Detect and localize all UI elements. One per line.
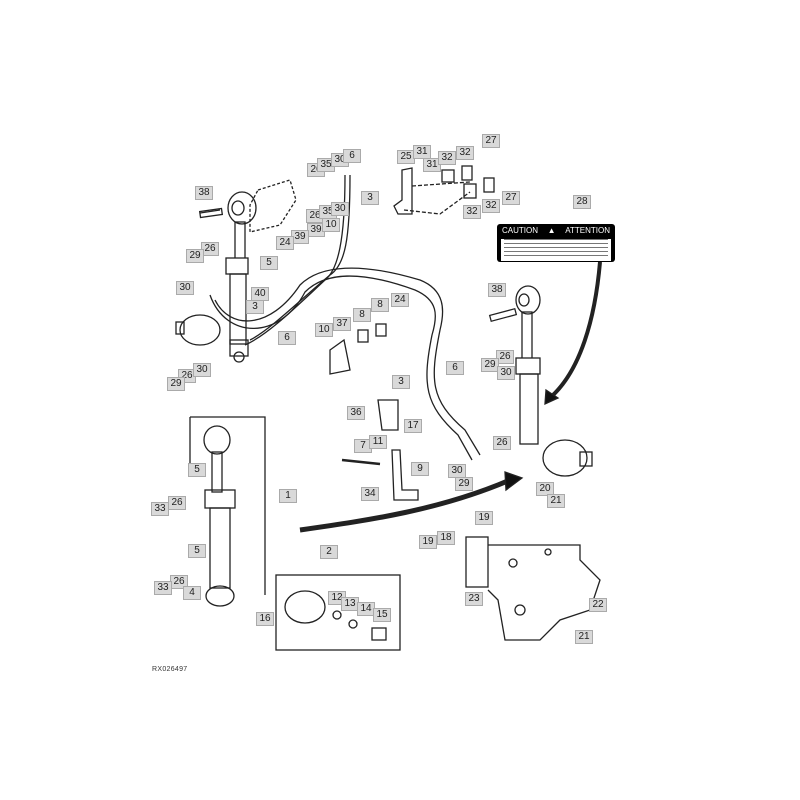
callout-part-34[interactable]: 34 bbox=[361, 487, 379, 501]
callout-part-6[interactable]: 6 bbox=[278, 331, 296, 345]
callout-part-19[interactable]: 19 bbox=[419, 535, 437, 549]
callout-part-10[interactable]: 10 bbox=[322, 218, 340, 232]
callout-part-32[interactable]: 32 bbox=[456, 146, 474, 160]
callout-part-6[interactable]: 6 bbox=[343, 149, 361, 163]
callout-part-14[interactable]: 14 bbox=[357, 602, 375, 616]
callout-part-38[interactable]: 38 bbox=[195, 186, 213, 200]
callout-part-24[interactable]: 24 bbox=[391, 293, 409, 307]
hydraulic-hoses bbox=[209, 174, 481, 461]
callout-part-5[interactable]: 5 bbox=[188, 463, 206, 477]
callout-part-8[interactable]: 8 bbox=[353, 308, 371, 322]
reference-arrow-decal bbox=[550, 261, 602, 398]
frame-bracket bbox=[465, 536, 601, 641]
callout-part-9[interactable]: 9 bbox=[411, 462, 429, 476]
callout-part-30[interactable]: 30 bbox=[497, 366, 515, 380]
callout-part-38[interactable]: 38 bbox=[488, 283, 506, 297]
callout-part-26[interactable]: 26 bbox=[201, 242, 219, 256]
callout-part-31[interactable]: 31 bbox=[423, 158, 441, 172]
callout-part-11[interactable]: 11 bbox=[369, 435, 387, 449]
callout-part-31[interactable]: 31 bbox=[413, 145, 431, 159]
callout-part-18[interactable]: 18 bbox=[437, 531, 455, 545]
accumulator-assembly-box bbox=[275, 574, 401, 651]
callout-part-17[interactable]: 17 bbox=[404, 419, 422, 433]
callout-part-26[interactable]: 26 bbox=[493, 436, 511, 450]
valve-block-outline bbox=[249, 179, 297, 233]
callout-part-3[interactable]: 3 bbox=[361, 191, 379, 205]
reference-arrow-lower bbox=[299, 477, 511, 533]
callout-part-5[interactable]: 5 bbox=[260, 256, 278, 270]
cylinder-assembly-box bbox=[189, 416, 266, 607]
callout-part-30[interactable]: 30 bbox=[193, 363, 211, 377]
callout-part-30[interactable]: 30 bbox=[448, 464, 466, 478]
callout-part-33[interactable]: 33 bbox=[154, 581, 172, 595]
callout-part-32[interactable]: 32 bbox=[438, 151, 456, 165]
callout-part-21[interactable]: 21 bbox=[575, 630, 593, 644]
callout-part-3[interactable]: 3 bbox=[246, 300, 264, 314]
callout-part-15[interactable]: 15 bbox=[373, 608, 391, 622]
callout-part-27[interactable]: 27 bbox=[502, 191, 520, 205]
callout-part-28[interactable]: 28 bbox=[573, 195, 591, 209]
callout-part-16[interactable]: 16 bbox=[256, 612, 274, 626]
attention-text: ATTENTION bbox=[565, 226, 610, 235]
callout-part-26[interactable]: 26 bbox=[496, 350, 514, 364]
callout-part-33[interactable]: 33 bbox=[151, 502, 169, 516]
callout-part-40[interactable]: 40 bbox=[251, 287, 269, 301]
callout-part-10[interactable]: 10 bbox=[315, 323, 333, 337]
arrow-head-lower bbox=[504, 471, 524, 492]
callout-part-21[interactable]: 21 bbox=[547, 494, 565, 508]
callout-part-36[interactable]: 36 bbox=[347, 406, 365, 420]
callout-part-30[interactable]: 30 bbox=[176, 281, 194, 295]
hydraulic-cylinder-right bbox=[488, 285, 593, 477]
callout-part-6[interactable]: 6 bbox=[446, 361, 464, 375]
callout-part-32[interactable]: 32 bbox=[463, 205, 481, 219]
hose-clamps-middle bbox=[329, 323, 419, 501]
callout-part-1[interactable]: 1 bbox=[279, 489, 297, 503]
callout-part-20[interactable]: 20 bbox=[536, 482, 554, 496]
callout-part-29[interactable]: 29 bbox=[455, 477, 473, 491]
callout-part-5[interactable]: 5 bbox=[188, 544, 206, 558]
callout-part-29[interactable]: 29 bbox=[167, 377, 185, 391]
callout-part-2[interactable]: 2 bbox=[320, 545, 338, 559]
callout-part-37[interactable]: 37 bbox=[333, 317, 351, 331]
callout-part-30[interactable]: 30 bbox=[331, 202, 349, 216]
mounting-bracket-top bbox=[393, 165, 495, 215]
callout-part-32[interactable]: 32 bbox=[482, 199, 500, 213]
callout-part-25[interactable]: 25 bbox=[397, 150, 415, 164]
callout-part-27[interactable]: 27 bbox=[482, 134, 500, 148]
caution-text: CAUTION bbox=[502, 226, 538, 235]
figure-id: RX026497 bbox=[152, 666, 188, 673]
callout-part-4[interactable]: 4 bbox=[183, 586, 201, 600]
warning-triangle-icon: ▲ bbox=[547, 226, 556, 235]
callout-part-26[interactable]: 26 bbox=[168, 496, 186, 510]
callout-part-19[interactable]: 19 bbox=[475, 511, 493, 525]
callout-part-29[interactable]: 29 bbox=[481, 358, 499, 372]
callout-part-22[interactable]: 22 bbox=[589, 598, 607, 612]
callout-part-8[interactable]: 8 bbox=[371, 298, 389, 312]
arrow-head-decal bbox=[544, 388, 560, 406]
callout-part-23[interactable]: 23 bbox=[465, 592, 483, 606]
callout-part-24[interactable]: 24 bbox=[276, 236, 294, 250]
accumulator-left bbox=[175, 314, 249, 363]
hydraulic-cylinder-left bbox=[198, 191, 257, 345]
callout-part-29[interactable]: 29 bbox=[186, 249, 204, 263]
caution-decal: CAUTION ▲ ATTENTION bbox=[497, 224, 615, 262]
callout-part-3[interactable]: 3 bbox=[392, 375, 410, 389]
